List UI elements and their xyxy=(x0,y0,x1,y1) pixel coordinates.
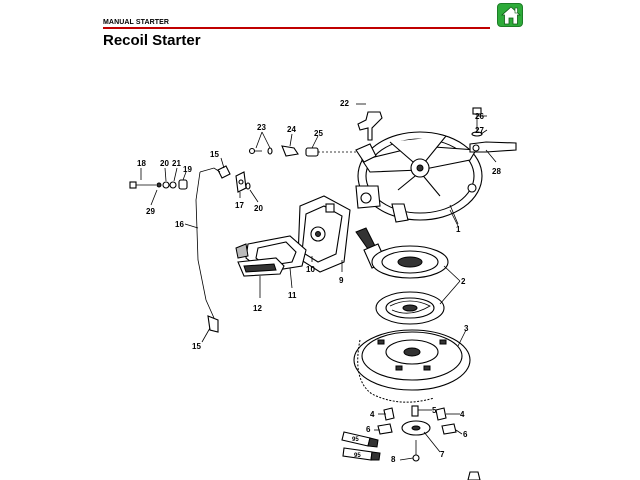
label-22: 22 xyxy=(340,99,349,108)
label-6-right: 6 xyxy=(463,430,468,439)
part-3-reel xyxy=(353,329,471,403)
home-icon xyxy=(501,6,521,25)
part-22-bracket xyxy=(357,111,383,141)
label-10: 10 xyxy=(306,265,315,274)
label-8: 8 xyxy=(391,455,396,464)
label-27: 27 xyxy=(475,126,484,135)
part-23-25-link xyxy=(248,145,356,157)
part-4-8-pawls xyxy=(377,405,481,480)
tube-label-95-a: 95 xyxy=(352,437,359,443)
part-labels: 22 23 24 25 15 18 20 21 19 29 17 20 26 2… xyxy=(137,99,501,464)
label-19: 19 xyxy=(183,165,192,174)
label-12: 12 xyxy=(253,304,262,313)
label-9: 9 xyxy=(339,276,344,285)
label-11: 11 xyxy=(288,291,297,300)
label-23: 23 xyxy=(257,123,266,132)
label-6-left: 6 xyxy=(366,425,371,434)
part-2-pulley xyxy=(371,245,449,325)
label-20-right: 20 xyxy=(254,204,263,213)
label-5: 5 xyxy=(432,406,437,415)
label-1: 1 xyxy=(456,225,461,234)
label-2: 2 xyxy=(461,277,466,286)
label-15-bottom: 15 xyxy=(192,342,201,351)
label-26: 26 xyxy=(475,112,484,121)
part-1-housing xyxy=(355,131,483,225)
part-10-block xyxy=(297,195,351,273)
grease-tubes xyxy=(341,431,381,461)
label-4-left: 4 xyxy=(370,410,375,419)
header-rule xyxy=(103,27,490,29)
section-label: MANUAL STARTER xyxy=(103,19,170,26)
label-24: 24 xyxy=(287,125,296,134)
label-3: 3 xyxy=(464,324,469,333)
label-28: 28 xyxy=(492,167,501,176)
tube-label-95-b: 95 xyxy=(354,453,361,459)
label-7: 7 xyxy=(440,450,445,459)
label-21: 21 xyxy=(172,159,181,168)
label-17: 17 xyxy=(235,201,244,210)
part-16-rod xyxy=(195,167,221,333)
leader-lines xyxy=(140,103,497,461)
label-25: 25 xyxy=(314,129,323,138)
label-4-right: 4 xyxy=(460,410,465,419)
label-20-left: 20 xyxy=(160,159,169,168)
label-15-top: 15 xyxy=(210,150,219,159)
part-26-28-lever xyxy=(469,107,517,153)
home-button[interactable] xyxy=(497,3,523,27)
part-11-12-mount xyxy=(235,235,307,277)
page-title: Recoil Starter xyxy=(103,32,201,49)
label-16: 16 xyxy=(175,220,184,229)
part-15-21-linkage xyxy=(129,165,251,193)
label-29: 29 xyxy=(146,207,155,216)
label-18: 18 xyxy=(137,159,146,168)
